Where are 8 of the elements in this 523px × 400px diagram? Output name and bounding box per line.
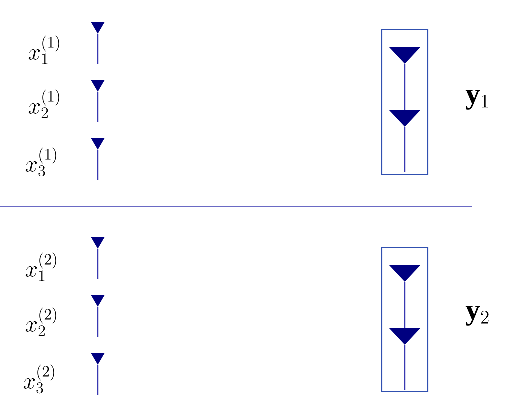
math-label: $x_1^{(1)}$ [28,36,60,64]
math-label: $\mathbf{y}_2$ [466,306,489,326]
math-label: $\mathbf{y}_1$ [466,90,488,110]
math-label: $x_3^{(2)}$ [24,364,54,394]
math-label: $x_2^{(2)}$ [26,308,56,336]
math-label: $x_1^{(2)}$ [26,252,56,282]
math-label: $x_2^{(1)}$ [28,90,60,118]
math-label: $x_3^{(1)}$ [26,148,56,177]
